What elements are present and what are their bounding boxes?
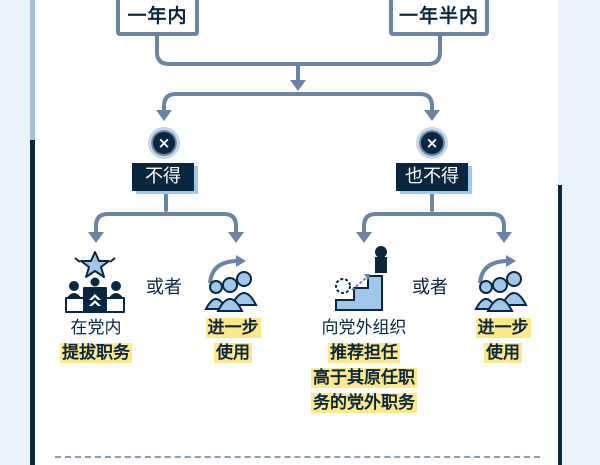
right-branch-label: 也不得 bbox=[396, 163, 468, 191]
left-option-a-caption: 在党内 提拔职务 bbox=[44, 316, 148, 366]
group-use-left-icon bbox=[204, 255, 258, 312]
right-or-text: 或者 bbox=[412, 277, 448, 298]
left-option-b-line1: 进一步 bbox=[205, 318, 261, 338]
right-option-a-line2: 推荐担任 bbox=[328, 343, 400, 363]
top-left-box-text: 一年内 bbox=[127, 5, 188, 27]
right-edge-bar bbox=[558, 185, 562, 465]
top-left-box: 一年内 bbox=[116, 0, 199, 36]
left-option-b-line2: 使用 bbox=[214, 343, 252, 363]
top-right-box-text: 一年半内 bbox=[398, 5, 479, 27]
left-or-text: 或者 bbox=[146, 277, 182, 298]
prohibit-right-icon: × bbox=[416, 127, 448, 159]
bottom-dashed-divider bbox=[55, 456, 540, 458]
prohibit-left-icon: × bbox=[148, 127, 180, 159]
left-branch-label: 不得 bbox=[132, 163, 194, 191]
left-edge-bar-dark bbox=[30, 140, 35, 465]
left-option-a-line1: 在党内 bbox=[70, 318, 122, 338]
left-option-a-line2: 提拔职务 bbox=[60, 343, 132, 363]
group-use-right-icon bbox=[474, 255, 528, 312]
right-option-b-line1: 进一步 bbox=[475, 318, 531, 338]
promotion-podium-icon bbox=[65, 251, 125, 313]
right-option-a-caption: 向党外组织 推荐担任 高于其原任职 务的党外职务 bbox=[292, 316, 436, 416]
stairs-climb-icon bbox=[335, 246, 387, 311]
left-option-b-caption: 进一步 使用 bbox=[190, 316, 276, 366]
right-option-b-line2: 使用 bbox=[484, 343, 522, 363]
right-option-b-caption: 进一步 使用 bbox=[460, 316, 546, 366]
right-option-a-line3: 高于其原任职 bbox=[311, 368, 417, 388]
right-option-a-line1: 向党外组织 bbox=[321, 318, 407, 338]
top-right-box: 一年半内 bbox=[389, 0, 489, 36]
right-option-a-line4: 务的党外职务 bbox=[311, 393, 417, 413]
